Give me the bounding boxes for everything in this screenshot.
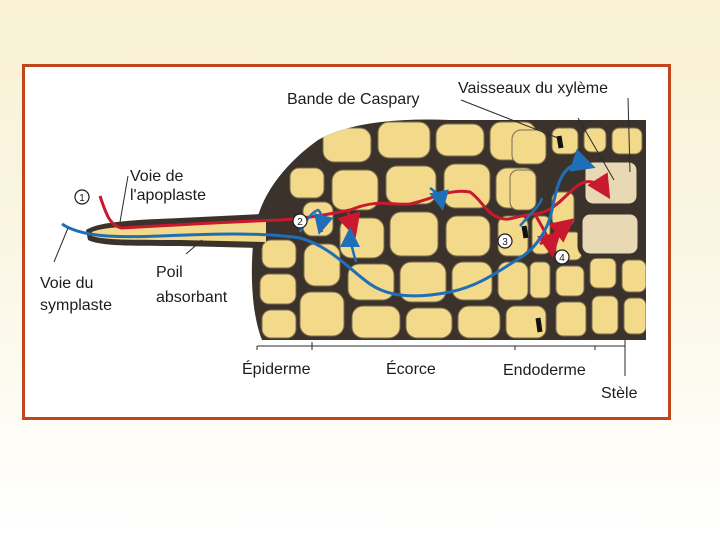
label-casparian-band: Bande de Caspary — [287, 91, 420, 108]
label-symplast-line2: symplaste — [40, 297, 112, 314]
svg-text:3: 3 — [502, 237, 508, 248]
label-symplast-line1: Voie du — [40, 275, 93, 292]
region-brackets — [256, 340, 626, 376]
label-endodermis: Endoderme — [503, 362, 586, 379]
xylem-vessels — [577, 157, 643, 259]
svg-text:2: 2 — [297, 217, 303, 228]
step-markers: 1 2 3 4 — [74, 189, 570, 265]
svg-text:1: 1 — [79, 193, 85, 204]
label-xylem-vessels: Vaisseaux du xylème — [458, 80, 608, 97]
label-apoplast-line1: Voie de — [130, 168, 183, 185]
symplast-pathway — [61, 148, 596, 298]
marker-2: 2 — [292, 213, 308, 229]
svg-text:4: 4 — [559, 253, 565, 264]
label-root-hair-line2: absorbant — [156, 289, 228, 306]
label-epidermis: Épiderme — [242, 359, 311, 378]
leader-lines — [53, 97, 631, 263]
marker-1: 1 — [74, 189, 90, 205]
label-stele: Stèle — [601, 385, 638, 402]
casparian-band-marks — [521, 135, 564, 333]
marker-4: 4 — [554, 249, 570, 265]
label-apoplast-line2: l'apoplaste — [130, 187, 206, 204]
root-tissue — [251, 119, 646, 341]
label-cortex: Écorce — [386, 359, 436, 378]
apoplast-pathway — [98, 172, 611, 230]
marker-3: 3 — [497, 233, 513, 249]
label-root-hair-line1: Poil — [156, 264, 183, 281]
root-hair — [86, 214, 266, 248]
